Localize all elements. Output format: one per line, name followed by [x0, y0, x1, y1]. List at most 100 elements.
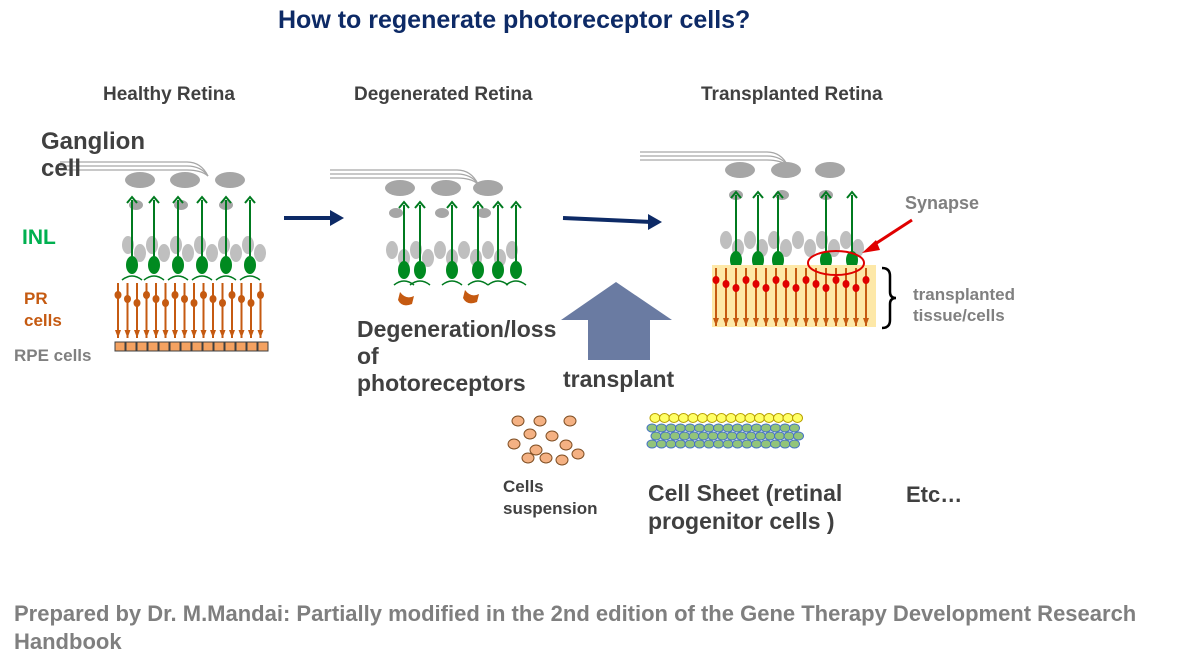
- photoreceptor-tip: [813, 318, 819, 326]
- photoreceptor-tip: [115, 330, 121, 338]
- photoreceptor-tip: [743, 318, 749, 326]
- bipolar-terminal: [215, 275, 237, 281]
- bipolar-dendrite: [414, 200, 426, 209]
- bipolar-cell: [148, 256, 160, 274]
- photoreceptor-nucleus: [200, 291, 207, 299]
- bipolar-dendrite: [492, 200, 504, 209]
- bipolar-cell: [820, 251, 832, 269]
- photoreceptor-nucleus: [792, 284, 800, 292]
- inl-cell: [792, 231, 804, 249]
- inl-cell: [158, 244, 170, 262]
- photoreceptor-nucleus: [812, 280, 820, 288]
- sheet-progenitor-cell: [793, 431, 804, 441]
- rpe-cell: [191, 341, 203, 352]
- suspended-cell: [571, 448, 585, 460]
- photoreceptor-tip: [713, 318, 719, 326]
- photoreceptor-tip: [773, 318, 779, 326]
- inl-cell: [386, 241, 398, 259]
- inl-cell: [422, 249, 434, 267]
- sheet-progenitor-cell: [789, 439, 800, 449]
- sheet-progenitor-cell: [726, 431, 738, 441]
- axon-line: [330, 177, 479, 185]
- sheet-rpe-cell: [735, 413, 746, 423]
- rpe-cell: [202, 341, 214, 352]
- sheet-progenitor-cell: [660, 431, 671, 441]
- bipolar-dendrite: [730, 190, 742, 199]
- transplanted-retina-title: Transplanted Retina: [701, 84, 883, 105]
- sheet-progenitor-cell: [741, 439, 753, 449]
- sheet-progenitor-cell: [656, 423, 667, 433]
- suspended-cell: [539, 452, 553, 464]
- bipolar-dendrite: [196, 195, 208, 204]
- sheet-progenitor-cell: [684, 439, 696, 449]
- photoreceptor-tip: [153, 330, 159, 338]
- photoreceptor-nucleus: [143, 291, 150, 299]
- photoreceptor-nucleus: [712, 276, 720, 284]
- sheet-progenitor-cell: [656, 439, 667, 449]
- sheet-rpe-cell: [782, 413, 794, 423]
- rpe-cell: [147, 341, 159, 352]
- sheet-progenitor-cell: [779, 439, 791, 449]
- rpe-cells-label: RPE cells: [14, 346, 92, 365]
- photoreceptor-tip: [257, 330, 264, 338]
- sheet-progenitor-cell: [741, 423, 753, 433]
- sheet-progenitor-cell: [770, 439, 781, 449]
- photoreceptor-tip: [219, 330, 226, 338]
- photoreceptor-tip: [162, 330, 169, 338]
- bipolar-dendrite: [220, 195, 232, 204]
- bipolar-cell: [492, 261, 504, 279]
- bipolar-dendrite: [820, 190, 832, 199]
- photoreceptor-nucleus: [257, 291, 264, 299]
- sheet-progenitor-cell: [717, 431, 728, 441]
- inl-cell: [828, 239, 840, 257]
- rpe-cell: [136, 341, 148, 352]
- sheet-progenitor-cell: [646, 439, 658, 449]
- sheet-progenitor-cell: [751, 439, 762, 449]
- photoreceptor-nucleus: [171, 291, 179, 299]
- sheet-rpe-cell: [697, 413, 708, 423]
- bipolar-terminal: [191, 275, 213, 281]
- inl-cell: [780, 239, 792, 257]
- sheet-progenitor-cell: [789, 423, 800, 433]
- inl-cell: [134, 244, 146, 262]
- suspended-cell: [507, 438, 521, 450]
- sheet-progenitor-cell: [707, 431, 719, 441]
- bipolar-dendrite: [846, 190, 858, 199]
- sheet-progenitor-cell: [732, 423, 743, 433]
- rpe-cell: [257, 341, 269, 352]
- photoreceptor-tip: [763, 318, 769, 326]
- sheet-progenitor-cell: [751, 423, 762, 433]
- sheet-rpe-cell: [725, 413, 737, 423]
- suspended-cell: [521, 452, 535, 464]
- sheet-progenitor-cell: [764, 431, 776, 441]
- footer-credit: Prepared by Dr. M.Mandai: Partially modi…: [14, 601, 1137, 654]
- sheet-rpe-cell: [706, 413, 718, 423]
- sheet-progenitor-cell: [703, 423, 715, 433]
- ganglion-cell: [771, 162, 801, 178]
- sheet-progenitor-cell: [760, 423, 772, 433]
- bipolar-dendrite: [172, 195, 184, 204]
- transplant-label: transplant: [563, 366, 675, 392]
- inl-cell: [218, 236, 230, 254]
- ganglion-cell: [815, 162, 845, 178]
- sheet-rpe-cell: [773, 413, 784, 423]
- photoreceptor-nucleus: [782, 280, 790, 288]
- bipolar-cell: [414, 261, 426, 279]
- inl-cell: [458, 241, 470, 259]
- sheet-progenitor-cell: [650, 431, 662, 441]
- inl-cell: [206, 244, 218, 262]
- photoreceptor-nucleus: [802, 276, 810, 284]
- sheet-progenitor-cell: [646, 423, 658, 433]
- sheet-progenitor-cell: [722, 423, 734, 433]
- sheet-progenitor-cell: [694, 439, 705, 449]
- bipolar-dendrite: [446, 200, 458, 209]
- bipolar-terminal: [487, 280, 509, 286]
- photoreceptor-tip: [843, 318, 849, 326]
- sheet-progenitor-cell: [675, 423, 686, 433]
- bipolar-dendrite: [126, 195, 138, 204]
- suspended-cell: [523, 428, 537, 440]
- photoreceptor-nucleus: [152, 295, 160, 303]
- process-arrow-head: [330, 210, 344, 226]
- photoreceptor-tip: [229, 330, 235, 338]
